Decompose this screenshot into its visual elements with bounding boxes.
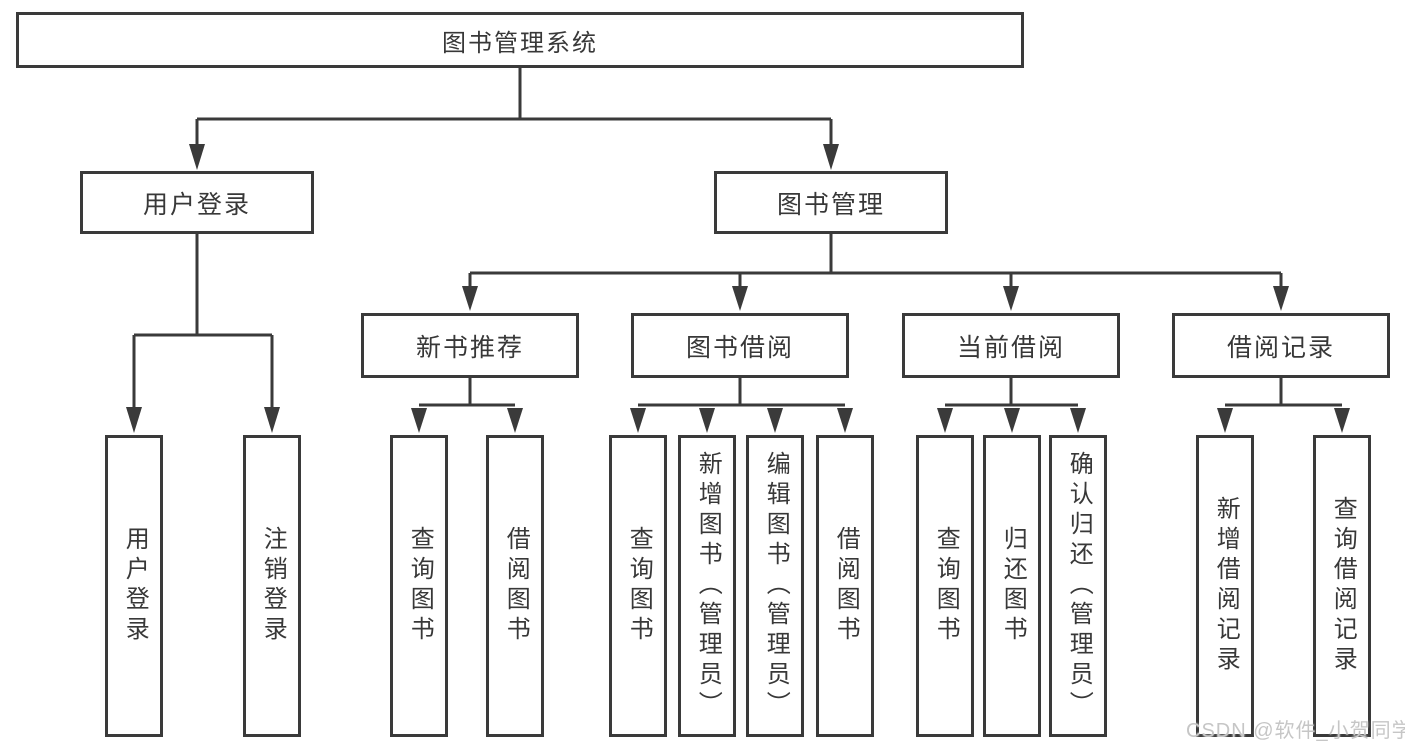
arrowhead-bb-borrow <box>837 408 853 433</box>
node-book-borrow: 图书借阅 <box>631 313 849 378</box>
node-borrow-record: 借阅记录 <box>1172 313 1390 378</box>
leaf-br-add-record: 新增借阅记录 <box>1196 435 1254 737</box>
node-user-login: 用户登录 <box>80 171 314 234</box>
leaf-bb-edit-books-admin: 编辑图书（管理员） <box>746 435 804 737</box>
arrowhead-cb-confirm <box>1070 408 1086 433</box>
arrowhead-book-mgmt <box>823 144 839 170</box>
node-label: 新增图书（管理员） <box>694 451 722 721</box>
leaf-bb-query-books: 查询图书 <box>609 435 667 737</box>
node-label: 查询图书 <box>625 526 653 646</box>
node-label: 查询图书 <box>406 526 434 646</box>
leaf-bb-add-books-admin: 新增图书（管理员） <box>678 435 736 737</box>
arrowhead-current-borrow <box>1003 286 1019 311</box>
node-label: 用户登录 <box>121 526 149 646</box>
node-label: 图书借阅 <box>685 333 794 362</box>
arrowhead-leaf-login <box>126 407 142 433</box>
node-label: 确认归还（管理员） <box>1065 451 1093 721</box>
arrowhead-bb-query <box>630 408 646 433</box>
arrowhead-bb-add <box>699 408 715 433</box>
arrowhead-leaf-logout <box>264 407 280 433</box>
csdn-watermark: CSDN @软件_小贺同学 <box>1186 720 1405 742</box>
leaf-logout: 注销登录 <box>243 435 301 737</box>
connector-new-book-rec-leaves <box>419 378 515 407</box>
connector-borrow-record-leaves <box>1225 378 1342 407</box>
leaf-cb-query-books: 查询图书 <box>916 435 974 737</box>
node-label: 图书管理 <box>776 190 885 219</box>
arrowhead-borrow-record <box>1273 286 1289 311</box>
node-label: 新增借阅记录 <box>1212 496 1240 676</box>
node-new-book-recommend: 新书推荐 <box>361 313 579 378</box>
node-label: 查询图书 <box>932 526 960 646</box>
node-label: 借阅记录 <box>1226 333 1335 362</box>
arrowhead-br-add <box>1217 408 1233 433</box>
node-label: 当前借阅 <box>956 333 1065 362</box>
node-label: 图书管理系统 <box>442 29 598 57</box>
arrowhead-rec-borrow <box>507 408 523 433</box>
arrowhead-bb-edit <box>767 408 783 433</box>
node-label: 借阅图书 <box>502 526 530 646</box>
leaf-bb-borrow-books: 借阅图书 <box>816 435 874 737</box>
node-label: 用户登录 <box>142 190 251 219</box>
arrowhead-cb-return <box>1004 408 1020 433</box>
arrowhead-user-login <box>189 144 205 170</box>
node-current-borrow: 当前借阅 <box>902 313 1120 378</box>
node-label: 新书推荐 <box>415 333 524 362</box>
arrowhead-rec-query <box>411 408 427 433</box>
connector-book-borrow-leaves <box>638 378 845 407</box>
node-label: 借阅图书 <box>832 526 860 646</box>
arrowhead-new-book-rec <box>462 286 478 311</box>
connector-root-to-level2 <box>195 68 833 146</box>
node-label: 查询借阅记录 <box>1329 496 1357 676</box>
connector-current-borrow-leaves <box>945 378 1078 407</box>
arrowhead-br-query <box>1334 408 1350 433</box>
leaf-br-query-record: 查询借阅记录 <box>1313 435 1371 737</box>
arrowhead-book-borrow <box>732 286 748 311</box>
leaf-rec-borrow-books: 借阅图书 <box>486 435 544 737</box>
leaf-user-login: 用户登录 <box>105 435 163 737</box>
connector-user-login-leaves <box>132 234 274 409</box>
node-label: 编辑图书（管理员） <box>762 451 790 721</box>
arrowhead-cb-query <box>937 408 953 433</box>
node-book-management: 图书管理 <box>714 171 948 234</box>
leaf-rec-query-books: 查询图书 <box>390 435 448 737</box>
node-label: 注销登录 <box>259 526 287 646</box>
node-root-system: 图书管理系统 <box>16 12 1024 68</box>
connector-book-mgmt-level3 <box>468 234 1283 287</box>
leaf-cb-return-books: 归还图书 <box>983 435 1041 737</box>
node-label: 归还图书 <box>999 526 1027 646</box>
leaf-cb-confirm-return-admin: 确认归还（管理员） <box>1049 435 1107 737</box>
